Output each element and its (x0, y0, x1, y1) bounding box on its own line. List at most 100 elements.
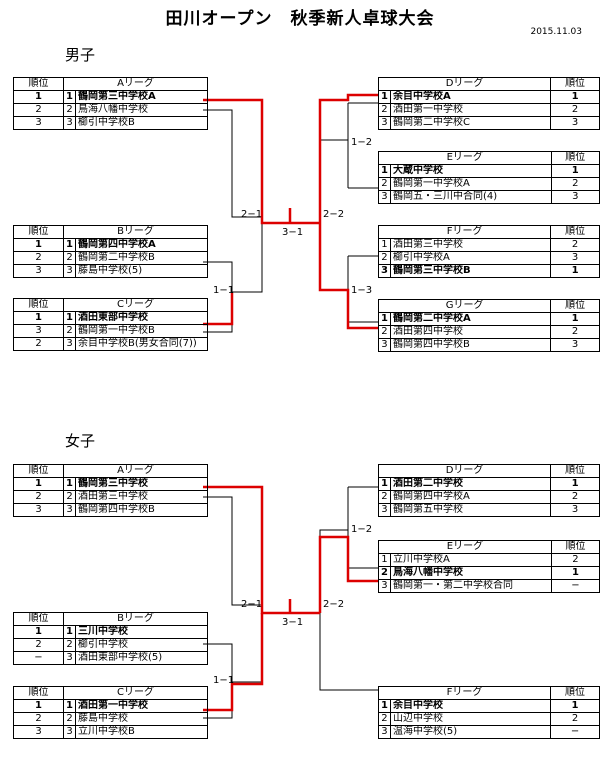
rank-cell: − (550, 579, 600, 593)
league-name: Fリーグ (377, 686, 552, 700)
rank-cell: − (13, 651, 64, 665)
entry-number: 2 (63, 638, 76, 652)
team-name: 酒田第三中学校 (75, 490, 208, 504)
rank-cell: 1 (550, 566, 600, 580)
team-name: 酒田第一中学校 (75, 699, 208, 713)
page-title: 田川オープン 秋季新人卓球大会 (165, 9, 435, 29)
score-label: 3−1 (282, 227, 304, 238)
league-name: Eリーグ (378, 540, 552, 554)
entry-number: 3 (63, 503, 76, 517)
team-name: 櫛引中学校 (75, 638, 208, 652)
entry-number: 1 (63, 625, 76, 639)
rank-cell: 2 (13, 712, 64, 726)
score-label: 1−1 (213, 285, 235, 296)
entry-number: 2 (378, 712, 391, 726)
score-label: 2−2 (323, 599, 345, 610)
score-label: 1−2 (351, 137, 373, 148)
score-label: 2−1 (241, 209, 263, 220)
rank-cell: 3 (550, 338, 600, 352)
league-name: Aリーグ (63, 464, 208, 478)
rank-header: 順位 (550, 686, 600, 700)
team-name: 余目中学校 (389, 699, 552, 713)
entry-number: 2 (378, 490, 391, 504)
rank-cell: 3 (13, 503, 64, 517)
rank-cell: 3 (13, 264, 64, 278)
event-date: 2015.11.03 (530, 27, 582, 37)
team-name: 鶴岡第四中学校B (389, 338, 552, 352)
entry-number: 2 (378, 177, 391, 191)
score-label: 3−1 (282, 617, 304, 628)
rank-cell: 2 (13, 638, 64, 652)
rank-header: 順位 (13, 612, 64, 626)
score-label: 1−3 (351, 285, 373, 296)
team-name: 鶴岡第一・第二中学校合同 (389, 579, 552, 593)
rank-cell: − (550, 725, 600, 739)
entry-number: 1 (378, 699, 391, 713)
rank-cell: 1 (13, 625, 64, 639)
team-name: 鶴岡第四中学校A (389, 490, 552, 504)
rank-cell: 1 (13, 477, 64, 491)
section-label-girls: 女子 (65, 432, 96, 450)
team-name: 三川中学校 (75, 625, 208, 639)
score-label: 1−1 (213, 675, 235, 686)
team-name: 立川中学校B (75, 725, 208, 739)
team-name: 鶴岡第四中学校B (75, 503, 208, 517)
rank-cell: 2 (13, 490, 64, 504)
rank-cell: 3 (550, 190, 600, 204)
rank-cell: 2 (13, 337, 64, 351)
team-name: 鳥海八幡中学校 (389, 566, 552, 580)
team-name: 鶴岡第二中学校C (389, 116, 552, 130)
rank-cell: 2 (550, 325, 600, 339)
rank-cell: 3 (550, 116, 600, 130)
rank-cell: 1 (550, 264, 600, 278)
rank-cell: 2 (550, 490, 600, 504)
team-name: 温海中学校(5) (389, 725, 552, 739)
entry-number: 1 (378, 553, 391, 567)
team-name: 櫛引中学校B (75, 116, 208, 130)
team-name: 酒田東部中学校(5) (75, 651, 208, 665)
score-label: 1−2 (351, 524, 373, 535)
entry-number: 3 (378, 725, 391, 739)
entry-number: 1 (63, 477, 76, 491)
entry-number: 3 (378, 190, 391, 204)
entry-number: 3 (63, 116, 76, 130)
entry-number: 2 (63, 490, 76, 504)
rank-cell: 1 (550, 699, 600, 713)
team-name: 鶴岡第三中学校B (389, 264, 552, 278)
rank-cell: 2 (550, 553, 600, 567)
league-name: Cリーグ (63, 686, 208, 700)
entry-number: 3 (63, 725, 76, 739)
team-name: 鶴岡第三中学校 (75, 477, 208, 491)
rank-cell: 1 (550, 477, 600, 491)
team-name: 藤島中学校(5) (75, 264, 208, 278)
rank-cell: 1 (13, 699, 64, 713)
score-label: 2−2 (323, 209, 345, 220)
rank-header: 順位 (13, 464, 64, 478)
rank-header: 順位 (550, 540, 600, 554)
rank-cell: 3 (13, 725, 64, 739)
team-name: 藤島中学校 (75, 712, 208, 726)
rank-header: 順位 (550, 464, 600, 478)
section-label-boys: 男子 (65, 46, 96, 64)
rank-header: 順位 (13, 686, 64, 700)
team-name: 余目中学校B(男女合同(7)) (75, 337, 208, 351)
rank-cell: 3 (550, 503, 600, 517)
team-name: 鶴岡第五中学校 (389, 503, 552, 517)
entry-number: 3 (63, 651, 76, 665)
entry-number: 1 (63, 699, 76, 713)
rank-cell: 2 (550, 712, 600, 726)
